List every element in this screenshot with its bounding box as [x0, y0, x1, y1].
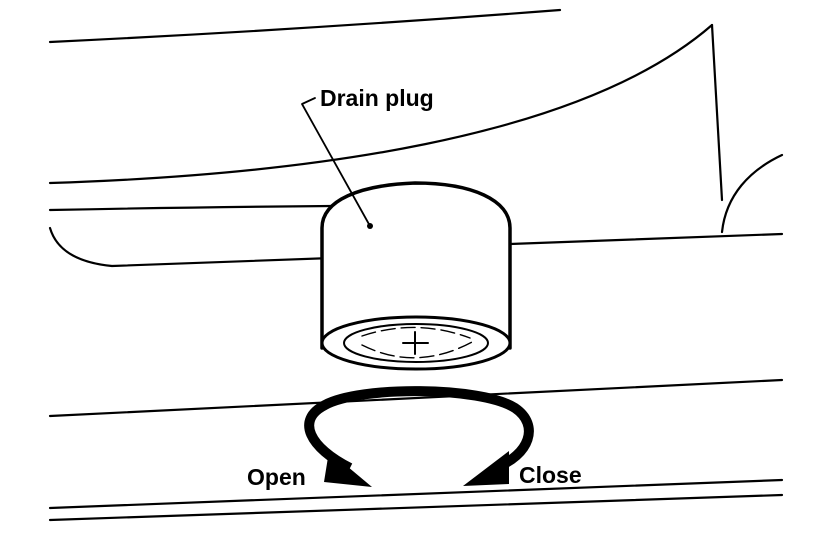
- floor-line-upper: [48, 378, 784, 418]
- drain-plug-inner-ring: [343, 323, 489, 363]
- open-label: Open: [247, 464, 306, 490]
- housing-right-lower-edge: [508, 232, 784, 246]
- rotation-arrow-arc: [304, 386, 534, 473]
- floor-lines: [48, 378, 784, 522]
- housing-lower-edge: [48, 226, 334, 268]
- arrow-head-close-icon: [463, 451, 509, 486]
- housing-outline: [48, 8, 784, 268]
- housing-top-edge: [48, 8, 562, 44]
- arrow-head-open-icon: [324, 451, 372, 487]
- floor-line-lower: [48, 493, 784, 522]
- housing-mid-line: [48, 204, 334, 212]
- leader-line: [301, 97, 371, 227]
- housing-curve-upper: [48, 23, 714, 185]
- drain-plug-inner-ring-dashes: [361, 326, 473, 359]
- housing-right-bump: [720, 153, 784, 234]
- close-label: Close: [519, 462, 582, 488]
- rotation-arrow: [304, 386, 534, 487]
- housing-vertical-edge: [710, 23, 724, 202]
- plus-icon: [402, 331, 429, 355]
- floor-line-middle: [48, 478, 784, 510]
- drain-plug: [320, 181, 512, 371]
- drain-plug-label: Drain plug: [320, 85, 434, 111]
